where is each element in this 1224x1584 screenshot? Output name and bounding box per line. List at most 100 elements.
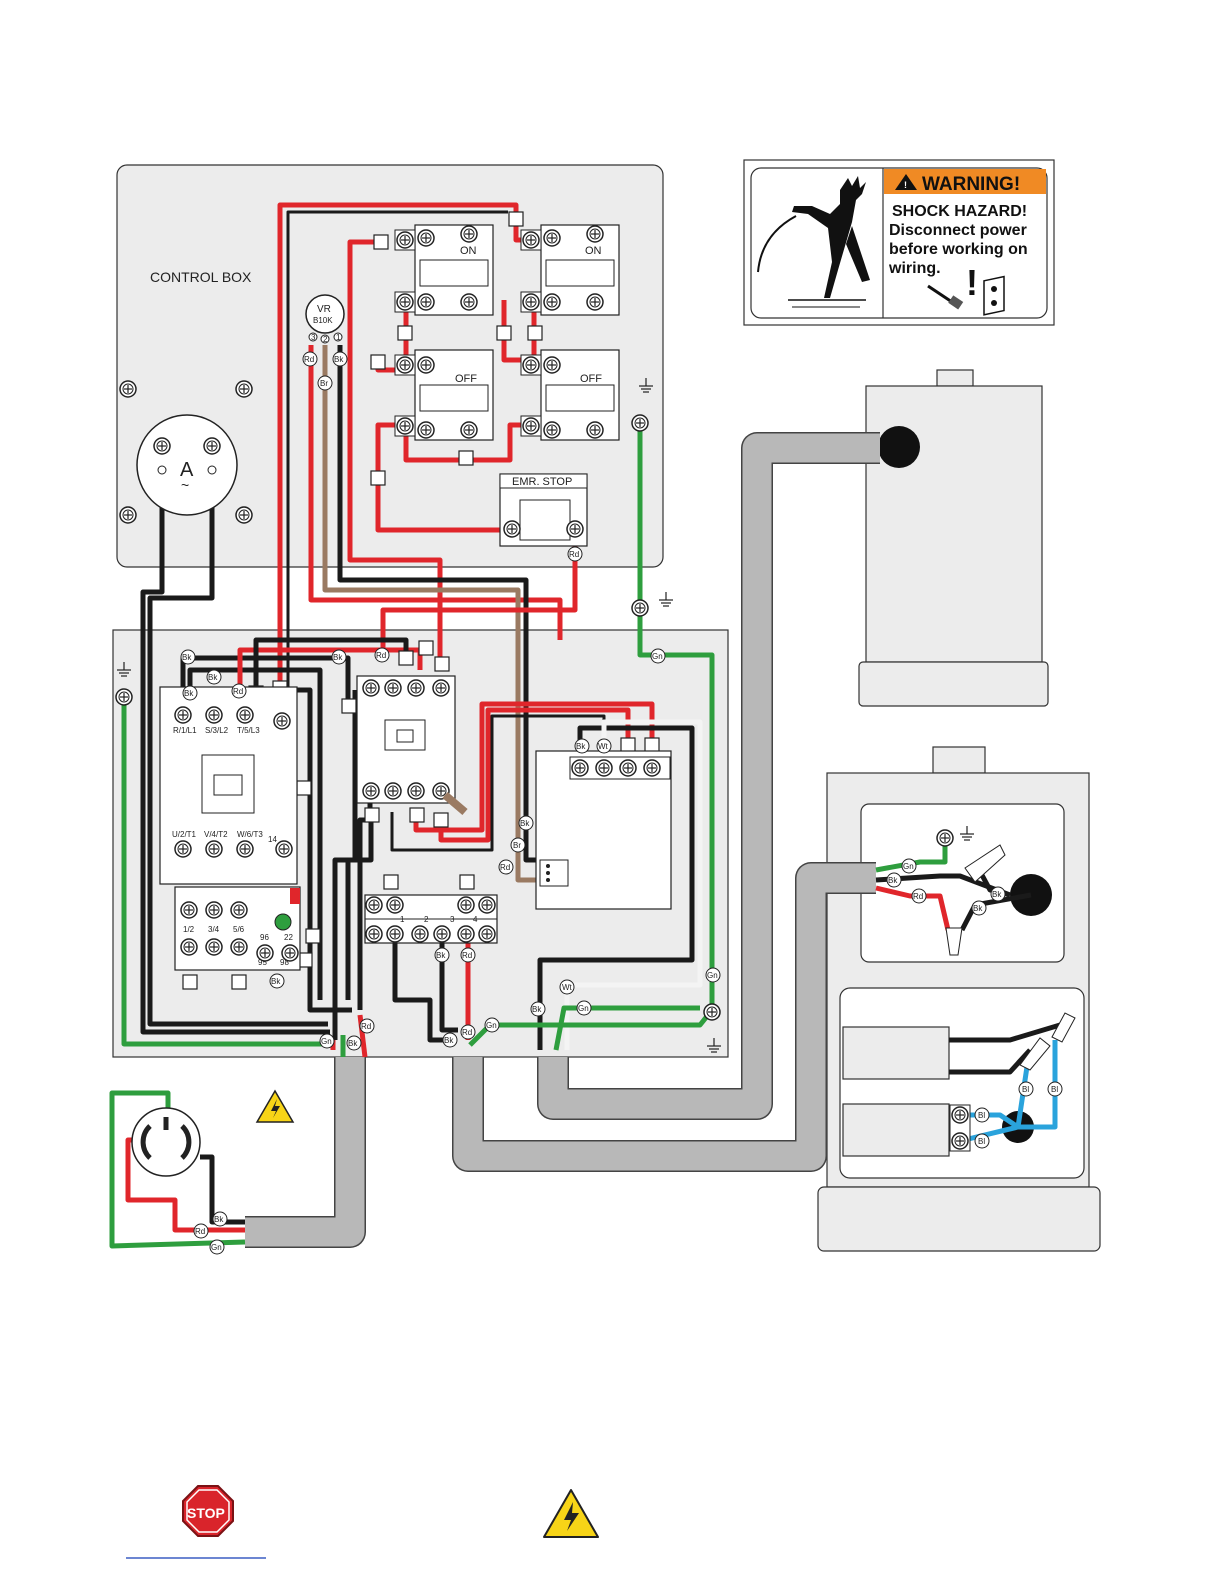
pot-pin-3: 3 — [311, 333, 316, 342]
wire-code-tags: Rd Bk Br Rd Gn Bk Bk Bk Rd Bk Rd Bk Wt B… — [180, 351, 1063, 1255]
conduits — [245, 432, 880, 1248]
svg-text:Gn: Gn — [321, 1037, 332, 1046]
wire-tag: Bk — [180, 649, 196, 665]
ammeter-symbol: ~ — [181, 477, 189, 493]
pot-pin-2: 2 — [323, 335, 328, 344]
overload-aux-96: 96 — [260, 933, 269, 942]
svg-text:Bk: Bk — [992, 890, 1002, 899]
svg-text:Gn: Gn — [903, 862, 914, 871]
wire-tag: Bl — [1018, 1081, 1034, 1097]
wire-tag: Rd — [302, 351, 318, 367]
outlet-icon — [983, 275, 1005, 316]
control-box-panel — [116, 164, 664, 568]
wire-tag: Bk — [971, 900, 987, 916]
contactor-term-r: R/1/L1 — [173, 726, 197, 735]
svg-text:Rd: Rd — [195, 1227, 205, 1236]
stop-sign-icon: STOP — [182, 1485, 234, 1537]
ammeter-letter: A — [180, 459, 194, 481]
contactor-term-w: W/6/T3 — [237, 830, 263, 839]
warning-line-2: Disconnect power — [889, 222, 1027, 239]
wire-tag: Rd — [567, 546, 583, 562]
emr-stop-switch: EMR. STOP — [499, 473, 588, 547]
stop-sign-text: STOP — [187, 1505, 225, 1521]
svg-text:Bl: Bl — [978, 1111, 985, 1120]
wire-tag: Rd — [231, 683, 247, 699]
wire-tag: Rd — [193, 1223, 209, 1239]
wire-tag: Bk — [990, 886, 1006, 902]
pot-pin-1: 1 — [336, 333, 341, 342]
contactor-term-s: S/3/L2 — [205, 726, 229, 735]
svg-text:Bk: Bk — [576, 742, 586, 751]
svg-text:Bk: Bk — [182, 653, 192, 662]
ground-symbol-icon — [658, 591, 674, 607]
wire-tag: Bk — [518, 815, 534, 831]
switch-3-off: OFF — [394, 349, 494, 441]
svg-text:Bk: Bk — [520, 819, 530, 828]
main-contactor: R/1/L1 S/3/L2 T/5/L3 U/2/T1 V/4/T2 W/6/T… — [159, 686, 298, 885]
aux-contactor — [356, 675, 468, 816]
svg-text:Rd: Rd — [462, 951, 472, 960]
svg-text:Gn: Gn — [486, 1021, 497, 1030]
potentiometer-line1: VR — [317, 304, 331, 315]
svg-text:Bk: Bk — [436, 951, 446, 960]
wire-tag: Br — [510, 837, 526, 853]
terminal-number-4: 4 — [473, 915, 478, 924]
warning-label: ! WARNING! SHOCK HAZARD! Disconnect powe… — [743, 159, 1055, 326]
svg-text:Rd: Rd — [500, 863, 510, 872]
contactor-aux-14: 14 — [268, 835, 277, 844]
wire-tag: Bk — [886, 872, 902, 888]
electrical-hazard-icon — [255, 1089, 295, 1123]
warning-line-3: before working on — [889, 241, 1028, 258]
wire-tag: Rd — [460, 947, 476, 963]
wire-tag: Rd — [498, 859, 514, 875]
svg-text:Rd: Rd — [233, 687, 243, 696]
wire-tag: Bl — [974, 1133, 990, 1149]
overload-aux-95: 95 — [258, 958, 267, 967]
contactor-term-u: U/2/T1 — [172, 830, 197, 839]
svg-text:Wt: Wt — [598, 742, 609, 751]
svg-text:Bk: Bk — [214, 1215, 224, 1224]
wire-tag: Br — [317, 375, 333, 391]
potentiometer: VR B10K 3 2 1 — [305, 294, 345, 344]
wire-tag: Bk — [434, 947, 450, 963]
warning-header: WARNING! — [922, 174, 1020, 195]
svg-text:Wt: Wt — [562, 983, 573, 992]
svg-text:Bk: Bk — [973, 904, 983, 913]
svg-text:Rd: Rd — [304, 355, 314, 364]
emr-stop-label: EMR. STOP — [512, 476, 572, 488]
svg-text:Gn: Gn — [707, 971, 718, 980]
svg-text:Bk: Bk — [334, 355, 344, 364]
capacitor-terminals — [949, 1104, 971, 1152]
wire-tag: Bk — [212, 1211, 228, 1227]
svg-text:Gn: Gn — [578, 1004, 589, 1013]
wire-tag: Bk — [442, 1032, 458, 1048]
wire-tag: Bk — [182, 685, 198, 701]
wire-tag: Bk — [530, 1001, 546, 1017]
overload-term-3: 5/6 — [233, 925, 245, 934]
wire-tag: Gn — [901, 858, 917, 874]
terminal-number-2: 2 — [424, 915, 429, 924]
switch-3-label: OFF — [455, 373, 477, 385]
wire-tag: Rd — [911, 888, 927, 904]
ammeter: A ~ — [136, 414, 238, 516]
wire-tag: Gn — [650, 648, 666, 664]
warning-triangle-mark: ! — [904, 180, 907, 190]
wire-tag: Bk — [269, 973, 285, 989]
contactor-term-v: V/4/T2 — [204, 830, 228, 839]
wire-tag: Rd — [460, 1024, 476, 1040]
warning-line-1: SHOCK HAZARD! — [892, 203, 1027, 220]
wire-tag: Wt — [596, 738, 612, 754]
capacitor-2 — [842, 1103, 950, 1157]
wire-nuts — [945, 844, 1076, 1071]
switch-1-on: ON — [394, 224, 494, 316]
svg-text:Bk: Bk — [888, 876, 898, 885]
overload-term-2: 3/4 — [208, 925, 220, 934]
terminal-number-1: 1 — [400, 915, 405, 924]
svg-text:Bk: Bk — [184, 689, 194, 698]
switch-4-label: OFF — [580, 373, 602, 385]
svg-text:Bk: Bk — [444, 1036, 454, 1045]
terminal-number-3: 3 — [450, 915, 455, 924]
switch-2-label: ON — [585, 245, 602, 257]
wire-tag: Bl — [974, 1107, 990, 1123]
